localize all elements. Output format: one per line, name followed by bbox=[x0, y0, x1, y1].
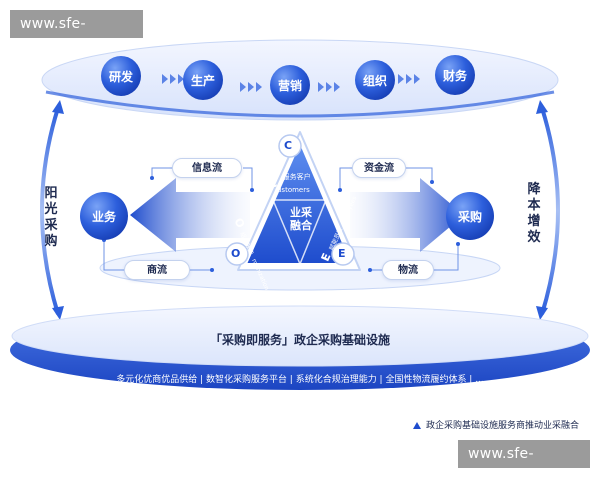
triangle-circle-o bbox=[225, 242, 249, 266]
caption-triangle-icon bbox=[413, 422, 421, 429]
flow-logistics: 物流 bbox=[382, 260, 434, 280]
left-vertical-label: 阳光采购 bbox=[44, 186, 58, 249]
c-label-cn: 服务客户 bbox=[282, 173, 311, 181]
chain-label-5: 财务 bbox=[442, 69, 467, 83]
arrow-to-business bbox=[130, 178, 250, 252]
triangle-circle-c bbox=[278, 134, 302, 158]
business-label: 业务 bbox=[91, 210, 116, 224]
c-letter: C bbox=[268, 176, 278, 191]
chain-chevrons bbox=[162, 74, 420, 92]
chain-label-2: 生产 bbox=[190, 74, 215, 88]
connector-dots bbox=[102, 176, 460, 272]
right-curve-head-top bbox=[536, 100, 548, 114]
circle-c-letter: C bbox=[284, 139, 293, 152]
caption-text: 政企采购基础设施服务商推动业采融合 bbox=[426, 421, 580, 431]
arrow-to-procurement bbox=[350, 178, 464, 252]
chain-node-3 bbox=[270, 65, 310, 105]
flow-info: 信息流 bbox=[172, 158, 242, 178]
platform-features: 多元化优商优品供给 | 数智化采购服务平台 | 系统化合规治理能力 | 全国性物… bbox=[116, 375, 484, 385]
chain-node-4 bbox=[355, 60, 395, 100]
left-curve-arrow bbox=[40, 107, 60, 315]
caption: 政企采购基础设施服务商推动业采融合 bbox=[413, 418, 579, 431]
triangle-divider bbox=[272, 199, 327, 265]
chain-node-2 bbox=[183, 60, 223, 100]
top-disk-rim bbox=[45, 90, 555, 118]
chain-label-4: 组织 bbox=[362, 74, 387, 88]
watermark-bottom: www.sfe-iems.com bbox=[458, 440, 590, 480]
chain-node-5 bbox=[435, 55, 475, 95]
left-curve-head-bottom bbox=[52, 306, 64, 320]
left-curve-head-top bbox=[52, 100, 64, 114]
chain-node-1 bbox=[101, 56, 141, 96]
center-label: 业采融合 bbox=[290, 206, 312, 232]
chain-label-3: 营销 bbox=[277, 79, 302, 93]
right-curve-arrow bbox=[540, 107, 560, 315]
procurement-label: 采购 bbox=[457, 210, 482, 224]
business-node bbox=[80, 192, 128, 240]
circle-o-letter: O bbox=[231, 247, 241, 260]
c-label-en: ustomers bbox=[277, 186, 310, 194]
right-vertical-label: 降本增效 bbox=[527, 182, 541, 245]
right-curve-head-bottom bbox=[536, 306, 548, 320]
watermark-top: www.sfe-iems.com bbox=[10, 10, 143, 60]
procurement-node bbox=[446, 192, 494, 240]
flow-commerce: 商流 bbox=[124, 260, 190, 280]
chain-label-1: 研发 bbox=[108, 70, 133, 84]
central-triangle bbox=[245, 141, 353, 265]
platform-title: 「采购即服务」政企采购基础设施 bbox=[209, 333, 390, 347]
flow-capital: 资金流 bbox=[352, 158, 406, 178]
triangle-circle-e bbox=[331, 242, 355, 266]
flow-connectors bbox=[103, 167, 459, 271]
base-platform-top bbox=[11, 305, 589, 367]
circle-e-letter: E bbox=[338, 247, 346, 260]
c-section: C 服务客户 ustomers bbox=[268, 172, 332, 194]
